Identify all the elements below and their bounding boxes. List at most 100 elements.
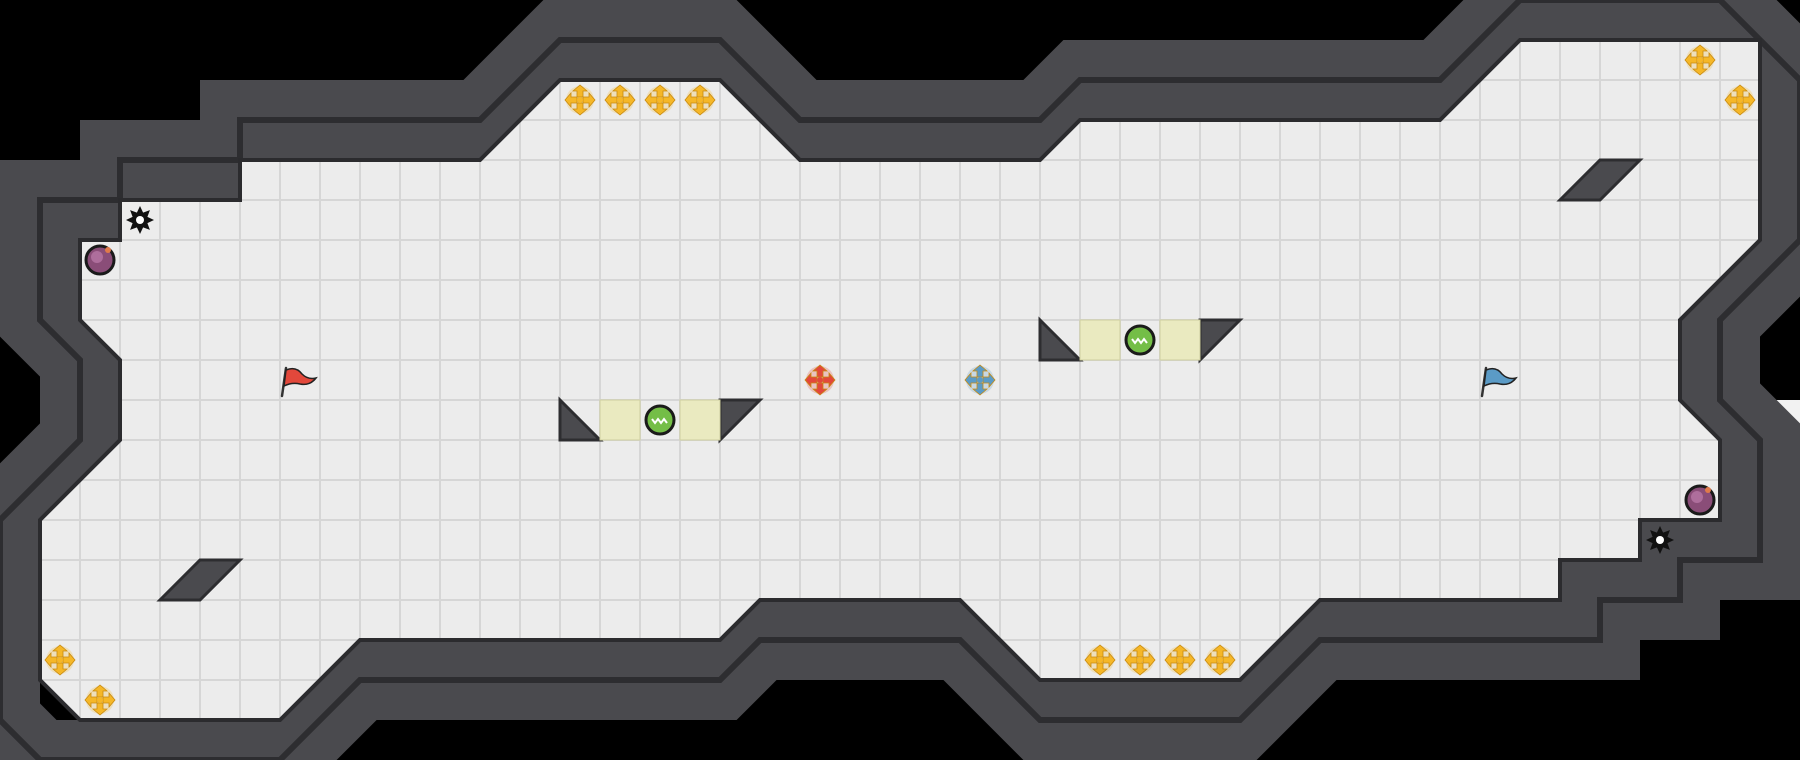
boost-arrow-shape bbox=[811, 382, 829, 396]
boost-center bbox=[697, 97, 703, 103]
boost-arrow-shape bbox=[804, 371, 818, 389]
yellow-boost-icon bbox=[84, 684, 116, 716]
yellow-boost-icon bbox=[1084, 644, 1116, 676]
boost-arrow-shape bbox=[1731, 84, 1749, 98]
boost-arrow bbox=[1724, 91, 1738, 109]
boost-center bbox=[1697, 57, 1703, 63]
boost-arrow bbox=[91, 702, 109, 716]
floor bbox=[38, 38, 1762, 722]
boost-arrow bbox=[611, 84, 629, 98]
boost-arrow-shape bbox=[684, 91, 698, 109]
gate-tile bbox=[679, 399, 721, 441]
boost-arrow bbox=[684, 91, 698, 109]
boost-arrow bbox=[1131, 644, 1149, 658]
bomb-shine bbox=[1691, 491, 1703, 503]
boost-arrow-shape bbox=[91, 684, 109, 698]
boost-arrow-shape bbox=[1131, 662, 1149, 676]
boost-arrow-shape bbox=[1222, 651, 1236, 669]
boost-center bbox=[657, 97, 663, 103]
entities bbox=[44, 44, 1756, 716]
boost-arrow bbox=[51, 662, 69, 676]
boost-arrow-shape bbox=[62, 651, 76, 669]
boost-arrow-shape bbox=[1142, 651, 1156, 669]
boost-center bbox=[1137, 657, 1143, 663]
inner-wall-block bbox=[558, 396, 604, 442]
boost-arrow bbox=[964, 371, 978, 389]
boost-arrow bbox=[1702, 51, 1716, 69]
boost-center bbox=[577, 97, 583, 103]
yellow-boost-icon bbox=[644, 84, 676, 116]
boost-arrow bbox=[611, 102, 629, 116]
gates bbox=[599, 319, 1201, 441]
spike-icon bbox=[1646, 526, 1674, 554]
yellow-boost-icon bbox=[1164, 644, 1196, 676]
boost-arrow-shape bbox=[564, 91, 578, 109]
boost-arrow bbox=[571, 84, 589, 98]
boost-arrow bbox=[62, 651, 76, 669]
boost-arrow bbox=[1211, 662, 1229, 676]
boost-arrow bbox=[982, 371, 996, 389]
yellow-boost-icon bbox=[1684, 44, 1716, 76]
bomb-icon bbox=[84, 244, 116, 276]
boost-arrow bbox=[1182, 651, 1196, 669]
boost-arrow bbox=[804, 371, 818, 389]
boost-center bbox=[1177, 657, 1183, 663]
inner-wall-block bbox=[1038, 316, 1084, 362]
inner-walls bbox=[156, 158, 1644, 602]
yellow-boost-icon bbox=[1124, 644, 1156, 676]
boost-arrow-shape bbox=[702, 91, 716, 109]
red-flag-icon bbox=[280, 366, 318, 398]
boost-arrow-shape bbox=[651, 84, 669, 98]
boost-arrow-shape bbox=[1131, 644, 1149, 658]
boost-arrow bbox=[564, 91, 578, 109]
boost-arrow-shape bbox=[622, 91, 636, 109]
boost-arrow-shape bbox=[582, 91, 596, 109]
boost-arrow-shape bbox=[1171, 662, 1189, 676]
boost-center bbox=[97, 697, 103, 703]
boost-arrow bbox=[1222, 651, 1236, 669]
boost-center bbox=[1217, 657, 1223, 663]
boost-arrow-shape bbox=[1691, 62, 1709, 76]
boost-center bbox=[57, 657, 63, 663]
boost-arrow bbox=[1204, 651, 1218, 669]
gate-button-icon bbox=[1124, 324, 1156, 356]
boost-arrow bbox=[1742, 91, 1756, 109]
boost-center bbox=[977, 377, 983, 383]
gate-tile bbox=[599, 399, 641, 441]
boost-arrow-shape bbox=[571, 84, 589, 98]
gate-tile bbox=[1159, 319, 1201, 361]
boost-arrow bbox=[1211, 644, 1229, 658]
boost-arrow bbox=[1124, 651, 1138, 669]
flag-cloth bbox=[283, 367, 318, 388]
blue-team-boost-icon bbox=[964, 364, 996, 396]
boost-arrow-shape bbox=[51, 662, 69, 676]
yellow-boost-icon bbox=[564, 84, 596, 116]
boost-arrow-shape bbox=[1684, 51, 1698, 69]
boost-arrow bbox=[44, 651, 58, 669]
spike-core bbox=[1656, 536, 1664, 544]
boost-arrow bbox=[571, 102, 589, 116]
boost-arrow-shape bbox=[971, 382, 989, 396]
boost-arrow-shape bbox=[1124, 651, 1138, 669]
boost-arrow bbox=[84, 691, 98, 709]
button-stripes bbox=[1131, 337, 1148, 345]
boost-arrow bbox=[1142, 651, 1156, 669]
inner-wall-block bbox=[1556, 158, 1644, 202]
boost-arrow-shape bbox=[84, 691, 98, 709]
boost-arrow-shape bbox=[611, 84, 629, 98]
gate-tile bbox=[1079, 319, 1121, 361]
boost-arrow bbox=[91, 684, 109, 698]
yellow-boost-icon bbox=[684, 84, 716, 116]
boost-arrow-shape bbox=[971, 364, 989, 378]
yellow-boost-icon bbox=[1204, 644, 1236, 676]
spike-icon bbox=[126, 206, 154, 234]
bomb-icon bbox=[1684, 484, 1716, 516]
boost-arrow bbox=[1171, 662, 1189, 676]
boost-arrow-shape bbox=[1691, 44, 1709, 58]
bomb-fuse bbox=[105, 247, 111, 253]
boost-arrow-shape bbox=[1204, 651, 1218, 669]
boost-arrow bbox=[822, 371, 836, 389]
red-team-boost-icon bbox=[804, 364, 836, 396]
